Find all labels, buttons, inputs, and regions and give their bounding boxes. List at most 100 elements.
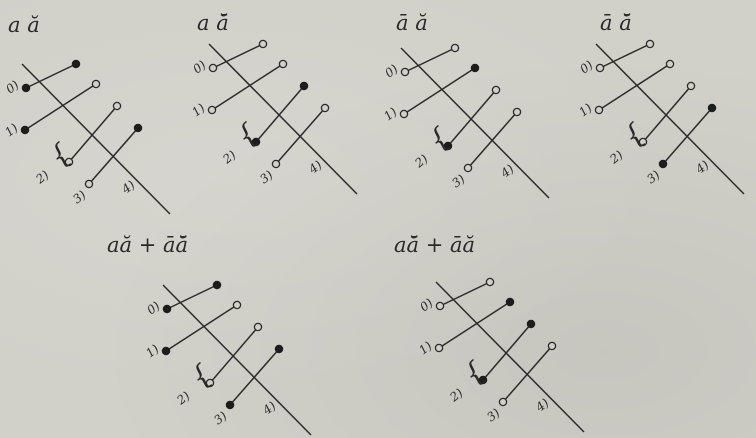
dot-bottom-3-hollow <box>463 163 473 173</box>
row-label-0: 0) <box>417 296 436 315</box>
row-label-4: 4) <box>692 158 711 177</box>
diagram-d4: 0)1)2)3)4){ <box>576 39 745 195</box>
row-label-3: 3) <box>70 188 89 207</box>
dot-bottom-1-hollow <box>399 109 409 119</box>
dot-bottom-2-filled <box>443 141 453 151</box>
diagram-d2: 0)1)2)3)4){ <box>189 39 358 195</box>
row-label-4: 4) <box>259 399 278 418</box>
row-label-2: 2) <box>446 386 465 405</box>
row-label-3: 3) <box>644 168 663 187</box>
stem-3 <box>662 107 713 165</box>
dot-bottom-0-hollow <box>208 63 218 73</box>
diagram-d6: 0)1)2)3)4){ <box>416 277 585 433</box>
stem-2 <box>209 326 259 384</box>
row-label-1: 1) <box>416 339 435 358</box>
caption-d1: a ă <box>8 13 40 37</box>
stem-3 <box>275 107 326 165</box>
dot-top-0-hollow <box>258 39 268 49</box>
stem-3 <box>467 111 518 169</box>
stem-0 <box>25 63 77 89</box>
group-brace: { <box>43 137 77 174</box>
row-label-3: 3) <box>257 168 276 187</box>
stem-1 <box>438 301 511 349</box>
dot-bottom-1-hollow <box>594 105 604 115</box>
stem-2 <box>482 323 532 381</box>
stem-3 <box>88 127 139 185</box>
row-label-2: 2) <box>32 168 51 187</box>
dot-top-2-filled <box>526 319 536 329</box>
row-label-0: 0) <box>3 78 22 97</box>
dot-top-0-filled <box>212 280 222 290</box>
caption-d3: ā ă <box>396 11 428 35</box>
row-label-4: 4) <box>118 178 137 197</box>
row-label-0: 0) <box>577 58 596 77</box>
dot-top-3-filled <box>133 123 143 133</box>
dot-top-0-hollow <box>450 43 460 53</box>
stem-1 <box>403 67 476 115</box>
dot-bottom-2-filled <box>478 375 488 385</box>
dot-top-1-filled <box>505 297 515 307</box>
row-label-0: 0) <box>190 58 209 77</box>
diagram-d3: 0)1)2)3)4){ <box>381 43 550 199</box>
dot-bottom-0-hollow <box>595 63 605 73</box>
dot-top-1-filled <box>470 63 480 73</box>
row-label-3: 3) <box>484 406 503 425</box>
stem-1 <box>165 304 238 352</box>
stem-1 <box>211 63 284 111</box>
main-diagonal-line <box>162 284 312 436</box>
dot-top-1-hollow <box>91 79 101 89</box>
stem-0 <box>439 281 491 307</box>
row-label-2: 2) <box>219 148 238 167</box>
group-brace: { <box>230 117 264 154</box>
caption-d5: aă + āă̄ <box>107 233 188 257</box>
group-brace: { <box>617 117 651 154</box>
dot-top-1-hollow <box>665 59 675 69</box>
dot-bottom-3-hollow <box>271 159 281 169</box>
dot-top-0-hollow <box>645 39 655 49</box>
row-label-0: 0) <box>382 62 401 81</box>
dot-bottom-3-hollow <box>84 179 94 189</box>
dot-bottom-0-hollow <box>400 67 410 77</box>
dot-top-3-hollow <box>512 107 522 117</box>
dot-bottom-1-filled <box>161 346 171 356</box>
dot-bottom-2-hollow <box>64 157 74 167</box>
row-label-1: 1) <box>381 105 400 124</box>
stem-2 <box>255 85 305 143</box>
row-label-2: 2) <box>411 152 430 171</box>
dot-bottom-0-filled <box>21 83 31 93</box>
dot-top-3-filled <box>707 103 717 113</box>
group-brace: { <box>184 358 218 395</box>
dot-bottom-2-hollow <box>205 378 215 388</box>
dot-bottom-1-hollow <box>207 105 217 115</box>
dot-top-2-hollow <box>112 101 122 111</box>
dot-bottom-0-hollow <box>435 301 445 311</box>
row-label-4: 4) <box>532 396 551 415</box>
row-label-1: 1) <box>143 342 162 361</box>
caption-d2: a ă̄ <box>197 11 229 35</box>
stem-3 <box>229 348 280 406</box>
dot-bottom-3-hollow <box>498 397 508 407</box>
row-label-0: 0) <box>144 299 163 318</box>
dot-bottom-2-hollow <box>638 137 648 147</box>
main-diagonal-line <box>208 43 358 195</box>
dot-top-2-hollow <box>686 81 696 91</box>
dot-top-3-hollow <box>320 103 330 113</box>
row-label-4: 4) <box>305 158 324 177</box>
stem-0 <box>599 43 651 69</box>
stem-1 <box>24 83 97 131</box>
dot-bottom-3-filled <box>225 400 235 410</box>
row-label-4: 4) <box>497 162 516 181</box>
stem-1 <box>598 63 671 111</box>
dot-bottom-2-filled <box>251 137 261 147</box>
dot-top-3-filled <box>274 344 284 354</box>
dot-top-2-filled <box>299 81 309 91</box>
row-label-3: 3) <box>449 172 468 191</box>
caption-d4: ā ă̄ <box>600 11 632 35</box>
diagram-d5: 0)1)2)3)4){ <box>143 280 312 436</box>
dot-top-1-hollow <box>232 300 242 310</box>
stem-2 <box>68 105 118 163</box>
row-label-2: 2) <box>606 148 625 167</box>
row-label-3: 3) <box>211 409 230 428</box>
